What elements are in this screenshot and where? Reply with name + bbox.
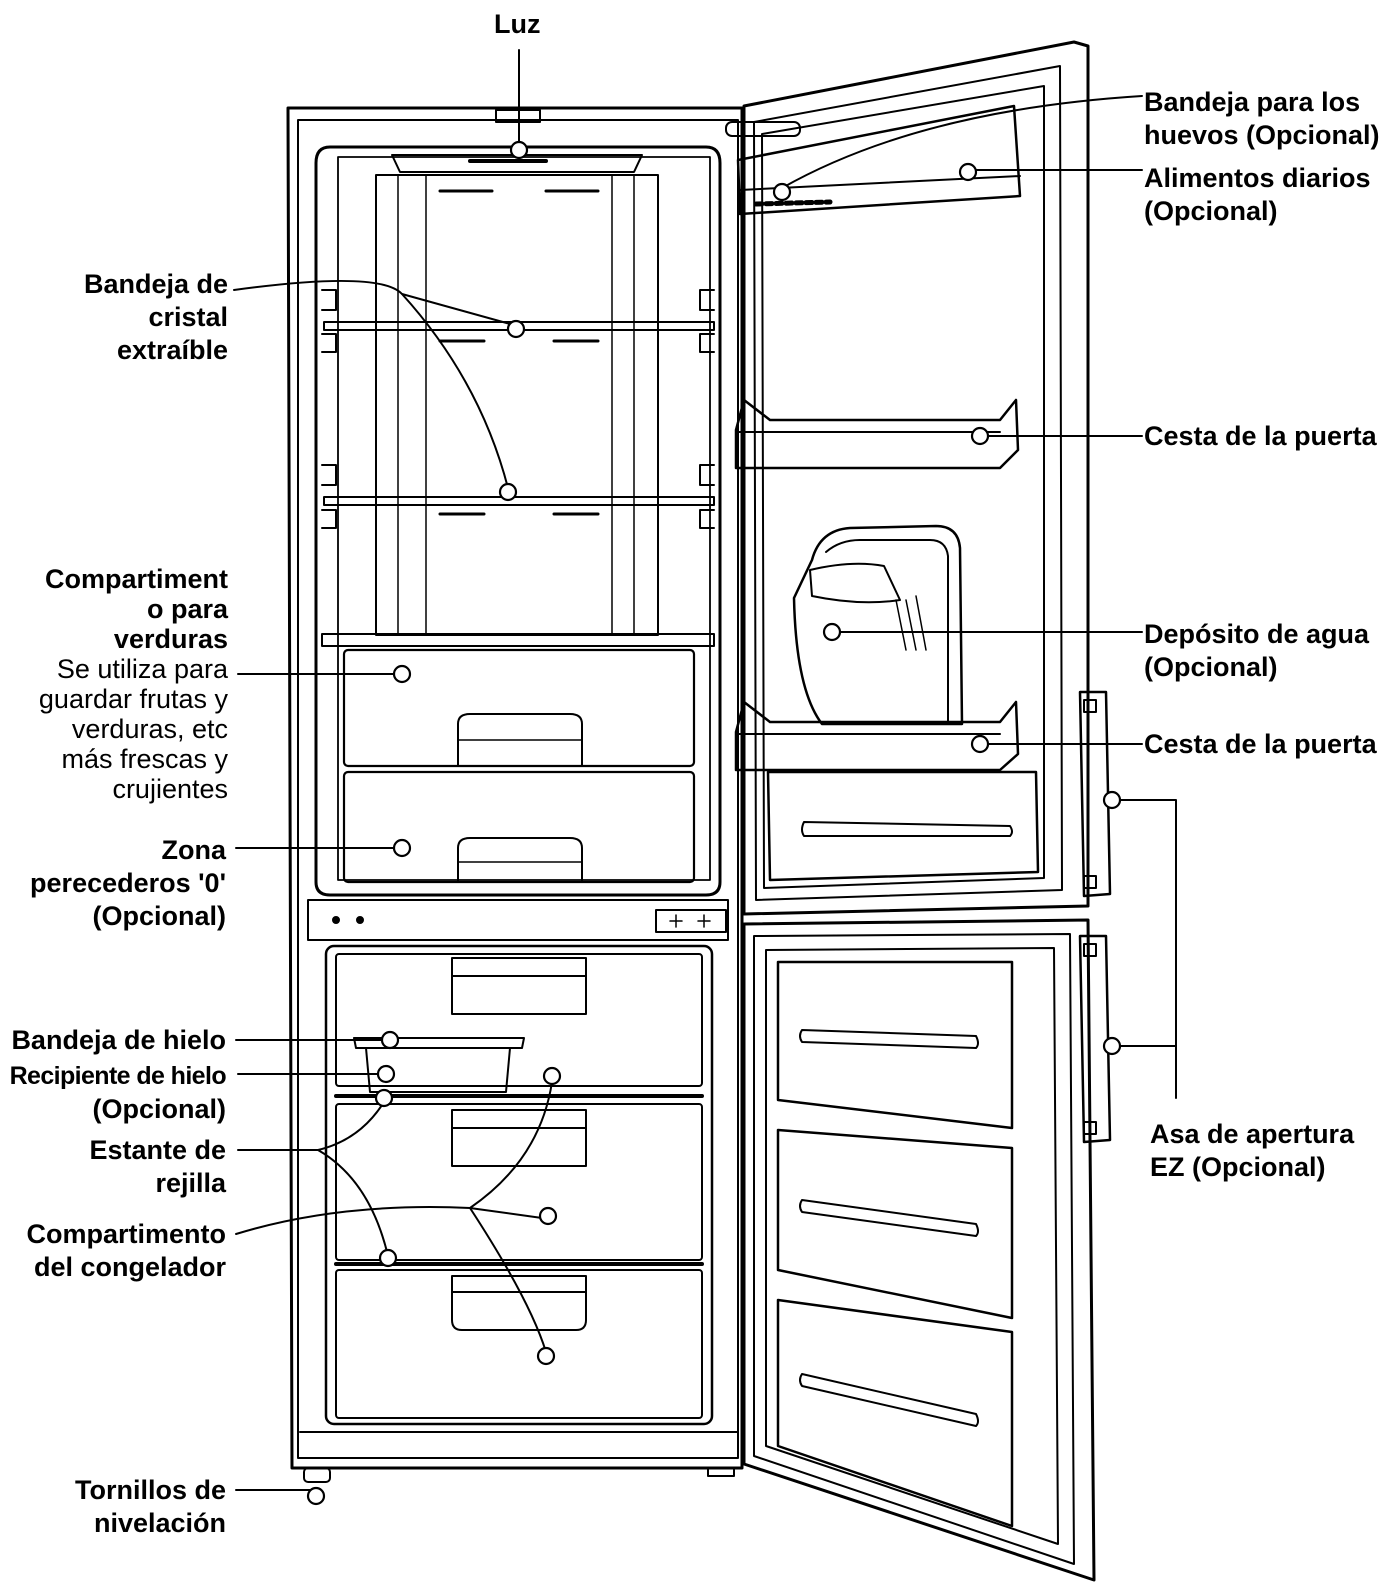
freezer-door [742, 918, 1112, 1582]
label-perishable-zone: Zona perecederos '0' (Opcional) [30, 835, 226, 931]
label-ice-tray: Bandeja de hielo [11, 1025, 226, 1055]
vegetable-description: Se utiliza para guardar frutas y verdura… [38, 654, 228, 804]
label-water-tank: Depósito de agua (Opcional) [1144, 619, 1370, 682]
label-door-basket-1: Cesta de la puerta [1144, 421, 1377, 451]
label-leveling-screws: Tornillos de nivelación [74, 1475, 226, 1538]
label-daily-food: Alimentos diarios (Opcional) [1144, 163, 1371, 226]
label-ice-bin: Recipiente de hielo (Opcional) [9, 1062, 227, 1124]
label-ez-handle: Asa de apertura EZ (Opcional) [1150, 1119, 1355, 1182]
cabinet-body [286, 106, 744, 1483]
label-door-basket-2: Cesta de la puerta [1144, 729, 1377, 759]
fridge-door [725, 40, 1112, 916]
label-freezer-compartment: Compartimento del congelador [26, 1219, 226, 1282]
label-egg-tray: Bandeja para los huevos (Opcional) [1144, 87, 1380, 150]
callout-markers [306, 140, 1122, 1506]
label-light: Luz [494, 9, 541, 39]
label-vegetable-compartment: Compartiment o para verduras Se utiliza … [38, 564, 228, 804]
label-glass-shelf: Bandeja de cristal extraíble [83, 269, 228, 365]
leader-lines [233, 49, 1177, 1491]
label-wire-shelf: Estante de rejilla [89, 1135, 226, 1198]
